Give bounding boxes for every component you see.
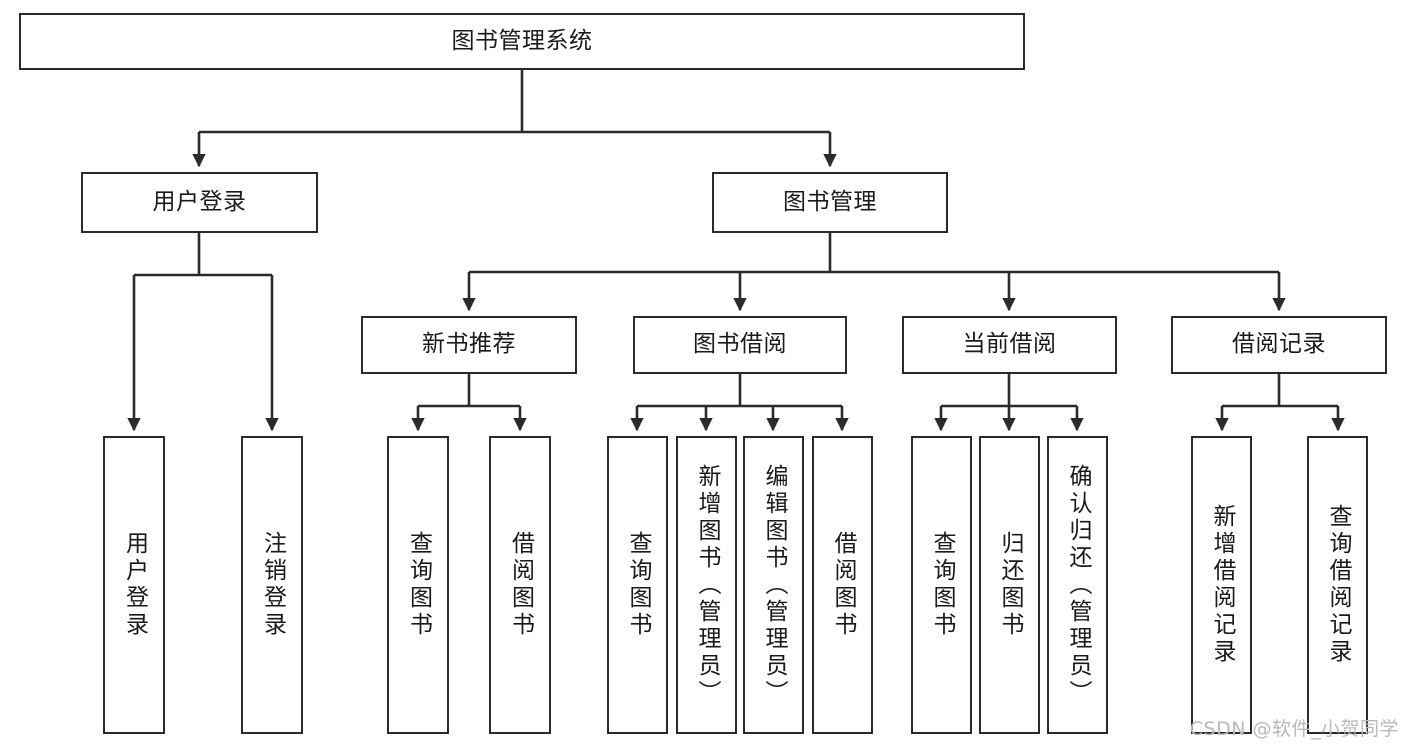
node-current-borrow[interactable]: 当前借阅: [902, 316, 1117, 374]
node-borrow-record[interactable]: 借阅记录: [1171, 316, 1387, 374]
node-label: 图书管理: [783, 188, 877, 215]
leaf-current-borrow-query-book[interactable]: 查询图书: [911, 436, 972, 734]
leaf-current-borrow-confirm-return-admin[interactable]: 确认归还（管理员）: [1047, 436, 1108, 734]
node-label: 用户登录: [121, 531, 148, 639]
node-label: 归还图书: [997, 531, 1023, 639]
node-new-book-recommend[interactable]: 新书推荐: [361, 316, 577, 374]
node-label: 图书管理系统: [451, 27, 593, 54]
node-label: 当前借阅: [962, 331, 1057, 358]
node-label: 借阅图书: [507, 531, 534, 639]
leaf-book-borrow-add-book-admin[interactable]: 新增图书（管理员）: [676, 436, 737, 734]
node-label: 用户登录: [152, 188, 247, 215]
node-label: 注销登录: [259, 531, 286, 639]
node-user-login[interactable]: 用户登录: [81, 172, 318, 233]
leaf-book-borrow-edit-book-admin[interactable]: 编辑图书（管理员）: [743, 436, 804, 734]
leaf-book-borrow-query-book[interactable]: 查询图书: [607, 436, 668, 734]
leaf-new-book-borrow-book[interactable]: 借阅图书: [489, 436, 551, 734]
leaf-borrow-record-query-record[interactable]: 查询借阅记录: [1307, 436, 1368, 734]
leaf-new-book-query-book[interactable]: 查询图书: [387, 436, 449, 734]
leaf-user-login-logout[interactable]: 注销登录: [241, 436, 303, 734]
node-label: 确认归还（管理员）: [1065, 463, 1091, 707]
node-label: 查询借阅记录: [1325, 504, 1351, 666]
watermark-text: CSDN @软件_小贺同学: [1189, 718, 1399, 740]
node-label: 查询图书: [625, 531, 651, 639]
node-label: 图书借阅: [693, 331, 787, 358]
node-label: 借阅记录: [1232, 331, 1326, 358]
node-book-management[interactable]: 图书管理: [712, 172, 948, 233]
node-label: 编辑图书（管理员）: [761, 463, 787, 707]
leaf-current-borrow-return-book[interactable]: 归还图书: [979, 436, 1040, 734]
node-root-book-management-system[interactable]: 图书管理系统: [19, 13, 1025, 70]
leaf-borrow-record-add-record[interactable]: 新增借阅记录: [1191, 436, 1252, 734]
node-label: 新书推荐: [422, 331, 516, 358]
node-label: 新增借阅记录: [1209, 504, 1235, 666]
node-label: 查询图书: [405, 531, 432, 639]
node-label: 查询图书: [929, 531, 955, 639]
leaf-user-login-login[interactable]: 用户登录: [103, 436, 165, 734]
node-book-borrow[interactable]: 图书借阅: [633, 316, 847, 374]
node-label: 新增图书（管理员）: [694, 463, 720, 707]
leaf-book-borrow-borrow-book[interactable]: 借阅图书: [812, 436, 873, 734]
node-label: 借阅图书: [830, 531, 856, 639]
